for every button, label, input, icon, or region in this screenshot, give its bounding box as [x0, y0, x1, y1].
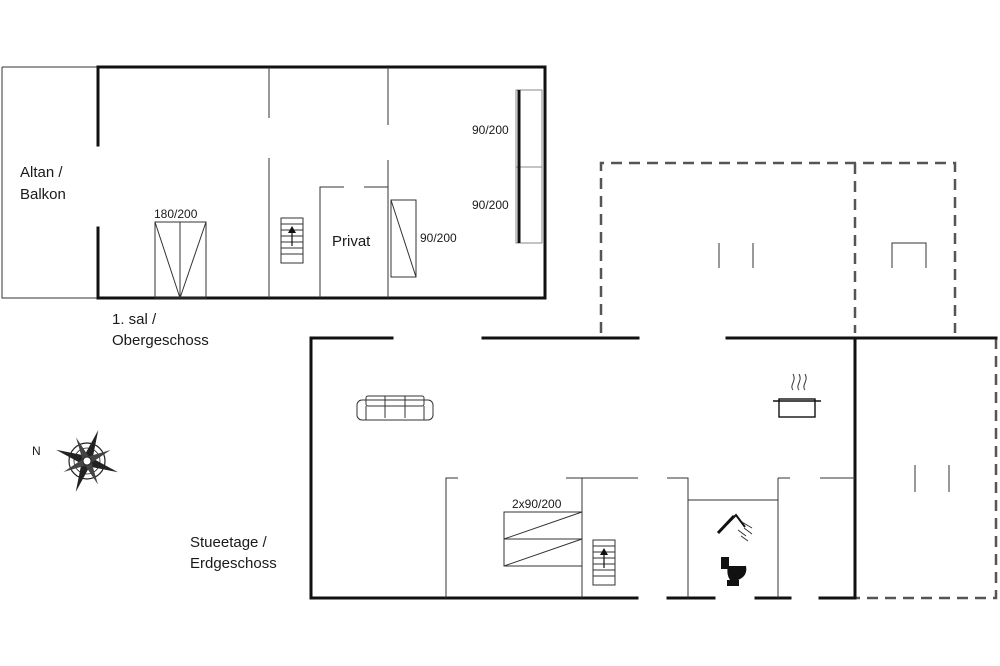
ground-floor: [309, 336, 998, 600]
bunk-bed: [503, 511, 583, 567]
bed-size-label: 90/200: [420, 231, 457, 245]
text-labels: Altan / Balkon 1. sal / Obergeschoss Stu…: [20, 123, 562, 572]
bed-size-label: 90/200: [472, 198, 509, 212]
staircase-icon: [592, 539, 616, 586]
ground-floor-label-line1: Stueetage /: [190, 534, 268, 551]
double-bed: [154, 221, 207, 299]
compass-rose-icon: [55, 429, 119, 493]
north-label: N: [32, 444, 41, 458]
shower-icon: [716, 513, 753, 542]
balcony-label-line1: Altan /: [20, 164, 63, 181]
wall-beds: [515, 89, 543, 244]
upper-floor-label-line2: Obergeschoss: [112, 332, 209, 349]
bed-size-label: 2x90/200: [512, 497, 562, 511]
upper-floor-label-line1: 1. sal /: [112, 311, 157, 328]
cooking-pot-icon: [773, 373, 821, 418]
bed-size-label: 180/200: [154, 207, 198, 221]
toilet-icon: [721, 557, 747, 586]
bed-size-label: 90/200: [472, 123, 509, 137]
staircase-icon: [280, 217, 304, 264]
dashed-areas: [599, 161, 998, 600]
balcony-label-line2: Balkon: [20, 186, 66, 203]
privat-label: Privat: [332, 233, 371, 250]
sofa-icon: [356, 395, 434, 421]
upper-floor: [1, 65, 547, 300]
single-bed: [390, 199, 417, 278]
ground-floor-label-line2: Erdgeschoss: [190, 555, 277, 572]
